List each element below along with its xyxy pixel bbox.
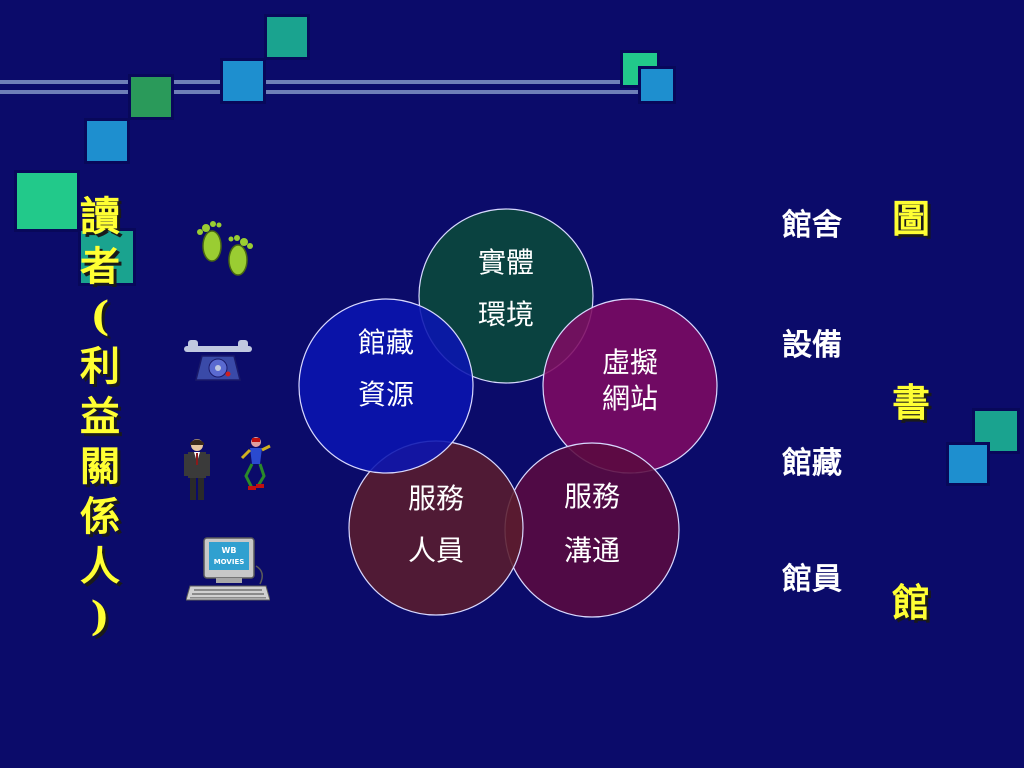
- computer-icon: WB MOVIES: [186, 537, 270, 601]
- title-char: 讀: [80, 193, 120, 240]
- title-char: (: [90, 293, 110, 340]
- title-char: 人: [80, 543, 120, 590]
- circle-label-physical-environment: 實體: [478, 246, 534, 279]
- decor-square: [972, 408, 1020, 454]
- monitor-text-wb: WB: [222, 546, 237, 555]
- dancer-icon: [240, 437, 271, 490]
- circle-label-service-communication: 服務: [564, 480, 620, 513]
- circle-label-physical-environment: 環境: [478, 298, 534, 331]
- telephone-icon: [184, 340, 252, 381]
- facility-building: 館舍: [782, 208, 842, 243]
- circle-label-service-staff: 服務: [408, 482, 464, 515]
- title-char: 關: [80, 443, 120, 490]
- facility-collection: 館藏: [782, 446, 842, 481]
- circle-label-library-collection: 資源: [358, 378, 414, 411]
- title-char: 係: [80, 493, 120, 540]
- decor-square: [84, 118, 130, 164]
- decor-square: [946, 442, 990, 486]
- decor-line-top: [0, 80, 650, 84]
- footprints-icon: [197, 221, 253, 276]
- library-title-char: 書: [892, 380, 931, 425]
- decor-square: [128, 74, 174, 120]
- circle-physical-environment: [418, 208, 594, 384]
- title-char: 益: [80, 393, 120, 440]
- circle-label-library-collection: 館藏: [358, 326, 414, 359]
- facility-librarian: 館員: [782, 562, 842, 597]
- decor-square: [264, 14, 310, 60]
- title-char: ): [90, 593, 110, 640]
- circle-label-service-staff: 人員: [408, 534, 464, 567]
- library-title-char: 館: [892, 580, 931, 625]
- circle-service-communication: [504, 442, 680, 618]
- decor-square: [638, 66, 676, 104]
- businessman-icon: [184, 439, 210, 500]
- decor-square: [78, 228, 136, 286]
- monitor-text-movies: MOVIES: [214, 558, 245, 566]
- title-char: 利: [80, 343, 120, 390]
- circle-label-virtual-website: 網站: [602, 382, 658, 415]
- decor-square: [14, 170, 80, 232]
- circle-label-service-communication: 溝通: [564, 534, 620, 567]
- circle-library-collection: [298, 298, 474, 474]
- circle-label-virtual-website: 虛擬: [602, 346, 658, 379]
- library-title-char: 圖: [892, 196, 931, 241]
- readers-stakeholders-title: 讀 者 ( 利 益 關 係 人 ): [68, 192, 132, 642]
- title-char: 者: [80, 243, 120, 290]
- facility-equipment: 設備: [782, 328, 842, 363]
- decor-line-bottom: [0, 90, 650, 94]
- decor-square: [220, 58, 266, 104]
